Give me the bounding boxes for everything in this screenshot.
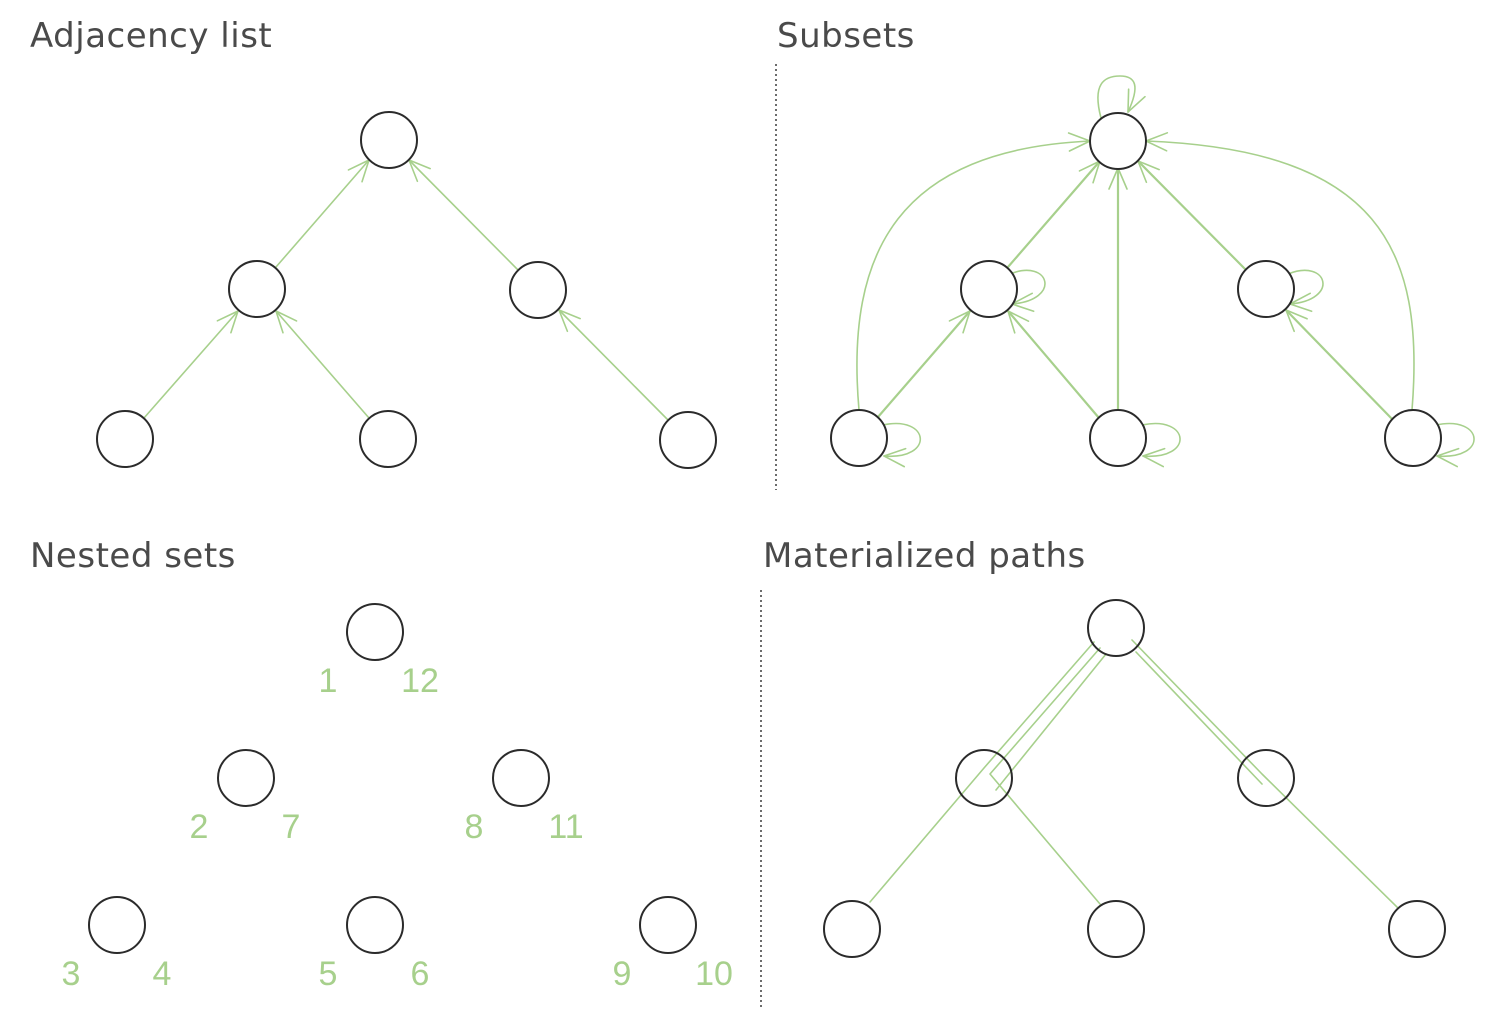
adjacency-edge-a2-a	[275, 310, 370, 419]
materialized-path-a2	[989, 647, 1101, 905]
adjacency-edge-b-root	[408, 159, 519, 271]
materialized-node-b1	[1388, 900, 1446, 958]
title-nested-sets: Nested sets	[30, 536, 236, 576]
nested-node-a1	[88, 896, 146, 954]
nested-label-a1-right: 4	[153, 955, 172, 993]
nested-node-b	[492, 749, 550, 807]
nested-node-a2	[346, 896, 404, 954]
subsets-self-loop-a	[1009, 269, 1046, 313]
subsets-node-a2	[1089, 409, 1147, 467]
adjacency-node-b1	[659, 411, 717, 469]
adjacency-node-b	[509, 261, 567, 319]
nested-node-a	[217, 749, 275, 807]
nested-node-root	[346, 603, 404, 661]
subsets-node-a1	[830, 409, 888, 467]
nested-label-b-left: 8	[465, 808, 484, 846]
nested-label-a1-left: 3	[62, 955, 81, 993]
subsets-node-root	[1089, 112, 1147, 170]
adjacency-node-root	[360, 111, 418, 169]
subsets-panel	[830, 75, 1475, 468]
adjacency-edge-b1-b	[558, 309, 669, 421]
materialized-node-a2	[1087, 900, 1145, 958]
materialized-node-a	[955, 749, 1013, 807]
nested-sets-panel: 1 12 2 7 8 11 3 4 5 6 9 10	[62, 603, 733, 993]
subsets-self-loop-a1	[882, 422, 922, 468]
materialized-edges	[869, 639, 1403, 913]
adjacency-edges	[143, 159, 669, 421]
subsets-edge-a1-root	[856, 132, 1091, 411]
materialized-path-b	[1135, 651, 1263, 785]
materialized-node-a1	[823, 900, 881, 958]
nested-label-root-left: 1	[319, 662, 338, 700]
materialized-paths-panel	[823, 599, 1446, 958]
adjacency-list-panel	[96, 111, 717, 469]
adjacency-node-a	[228, 260, 286, 318]
title-subsets: Subsets	[777, 16, 915, 56]
nested-label-root-right: 12	[401, 662, 439, 700]
title-adjacency-list: Adjacency list	[30, 16, 273, 56]
subsets-edges	[856, 75, 1475, 468]
materialized-path-a1	[869, 641, 1095, 903]
subsets-self-loop-a2	[1141, 422, 1181, 468]
adjacency-edge-a1-a	[143, 310, 239, 419]
subsets-node-b1	[1384, 409, 1442, 467]
nested-label-a2-right: 6	[411, 955, 430, 993]
adjacency-node-a2	[359, 410, 417, 468]
materialized-node-root	[1087, 599, 1145, 657]
title-materialized-paths: Materialized paths	[763, 536, 1086, 576]
subsets-node-b	[1237, 260, 1295, 318]
nested-node-b1	[639, 896, 697, 954]
subsets-self-loop-b1	[1435, 422, 1475, 468]
subsets-edge-b1-b	[1284, 308, 1395, 422]
subsets-node-a	[960, 260, 1018, 318]
nested-label-a2-left: 5	[319, 955, 338, 993]
nested-label-a-right: 7	[282, 808, 301, 846]
adjacency-edge-a-root	[275, 159, 370, 268]
materialized-node-b	[1237, 749, 1295, 807]
subsets-edge-a-root	[1006, 159, 1102, 269]
nested-label-a-left: 2	[190, 808, 209, 846]
subsets-self-loop-root	[1097, 75, 1146, 119]
nested-label-b1-left: 9	[613, 955, 632, 993]
adjacency-node-a1	[96, 410, 154, 468]
nested-label-b-right: 11	[548, 808, 583, 846]
materialized-path-b1	[1131, 639, 1403, 913]
subsets-self-loop-b	[1287, 269, 1324, 313]
nested-label-b1-right: 10	[695, 955, 733, 993]
subsets-edge-b1-root	[1145, 132, 1415, 411]
materialized-path-a	[995, 653, 1107, 791]
subsets-edge-a2-a	[1006, 309, 1101, 420]
subsets-edge-a1-a	[876, 309, 972, 419]
subsets-edge-b-root	[1136, 159, 1248, 272]
